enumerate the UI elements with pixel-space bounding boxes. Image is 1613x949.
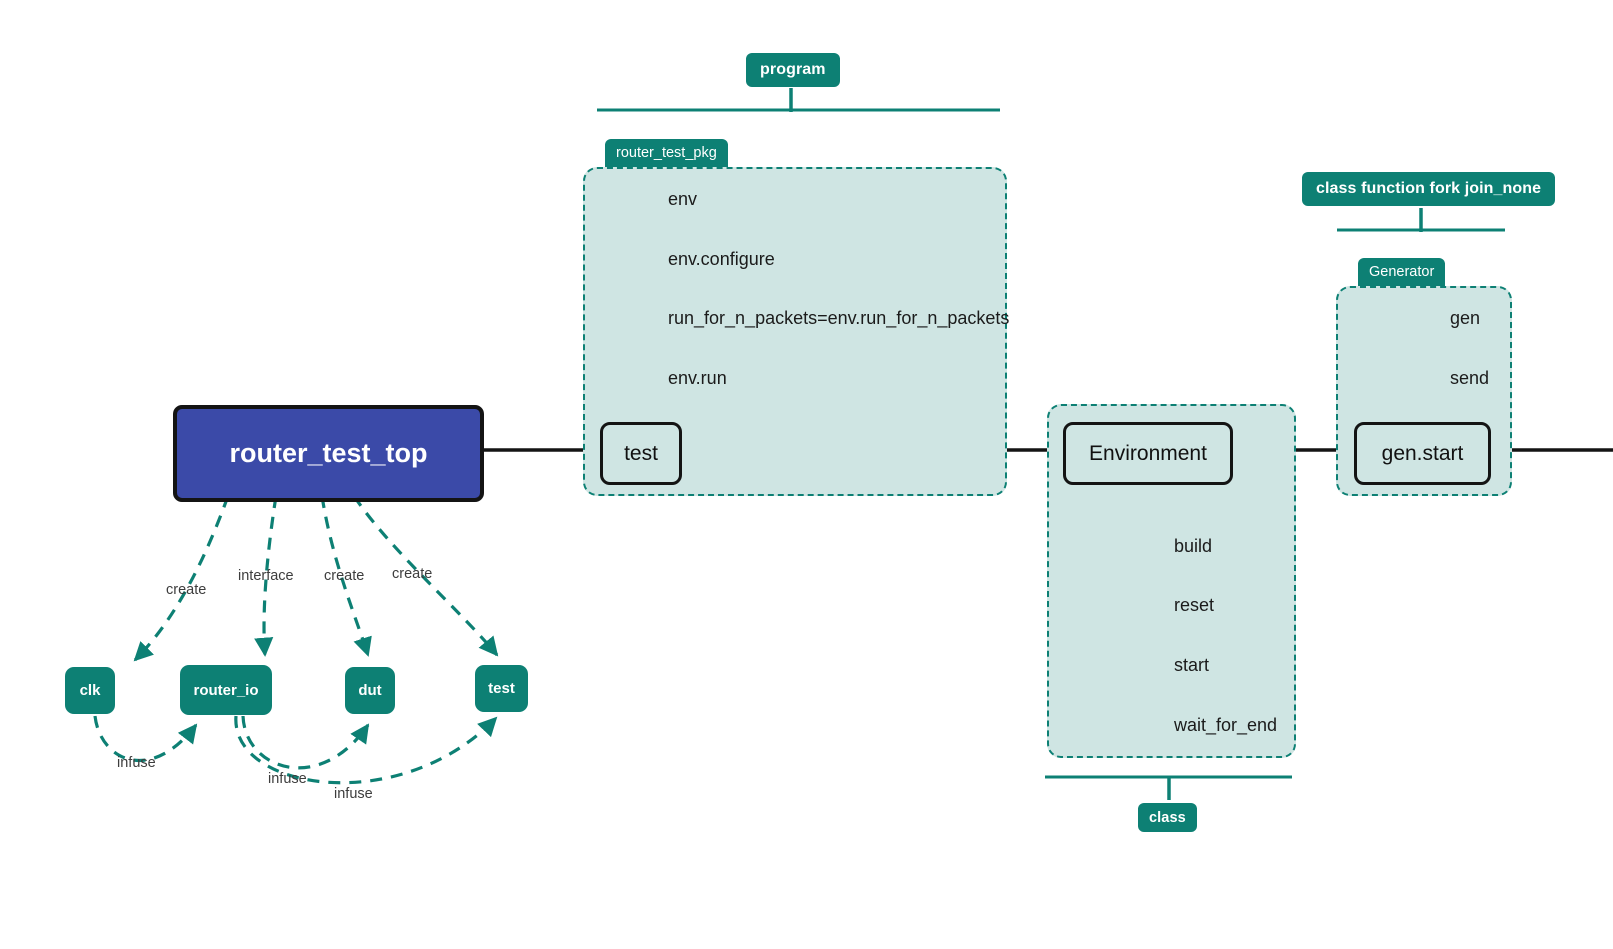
edge-infuse-router-io-dut	[241, 715, 370, 770]
tree-item-run-for-n-packets: run_for_n_packets=env.run_for_n_packets	[668, 308, 1010, 328]
group-bracket-class	[1045, 775, 1292, 800]
tree-item-wait-for-end: wait_for_end	[1174, 715, 1278, 735]
tree-item-gen: gen	[1450, 308, 1481, 328]
edge-label-create-clk: create	[166, 582, 207, 598]
tree-item-env-run: env.run	[668, 368, 727, 388]
node-environment[interactable]: Environment	[1063, 422, 1233, 485]
edge-infuse-clk-router-io	[93, 715, 198, 763]
edge-label-infuse-clk-router-io: infuse	[117, 755, 156, 771]
edge-label-infuse-router-io-dut: infuse	[268, 771, 307, 787]
tree-item-build: build	[1174, 536, 1213, 556]
group-tab-generator: Generator	[1358, 258, 1446, 286]
badge-class-function-fork-join-none: class function fork join_none	[1302, 172, 1556, 206]
group-bracket-class-function-fork	[1337, 208, 1505, 232]
tree-item-env: env	[668, 189, 698, 209]
badge-class: class	[1138, 803, 1197, 832]
node-test[interactable]: test	[600, 422, 682, 485]
badge-program: program	[746, 53, 840, 87]
tree-item-send: send	[1450, 368, 1490, 388]
group-bracket-program	[597, 88, 1000, 112]
edge-create-clk	[133, 495, 230, 662]
relation-edges	[93, 495, 499, 785]
edge-label-infuse-router-io-test: infuse	[334, 786, 373, 802]
edge-label-interface-router-io: interface	[238, 568, 294, 584]
edge-label-create-dut: create	[324, 568, 365, 584]
tree-item-env-configure: env.configure	[668, 249, 775, 269]
node-gen-start[interactable]: gen.start	[1354, 422, 1491, 485]
leaf-node-router-io[interactable]: router_io	[180, 665, 272, 715]
edge-label-create-test: create	[392, 566, 433, 582]
leaf-node-test[interactable]: test	[475, 665, 528, 712]
tree-item-start: start	[1174, 655, 1210, 675]
group-tab-router-test-pkg: router_test_pkg	[605, 139, 728, 167]
tree-item-reset: reset	[1174, 595, 1215, 615]
leaf-node-dut[interactable]: dut	[345, 667, 395, 714]
node-router-test-top[interactable]: router_test_top	[173, 405, 484, 502]
leaf-node-clk[interactable]: clk	[65, 667, 115, 714]
